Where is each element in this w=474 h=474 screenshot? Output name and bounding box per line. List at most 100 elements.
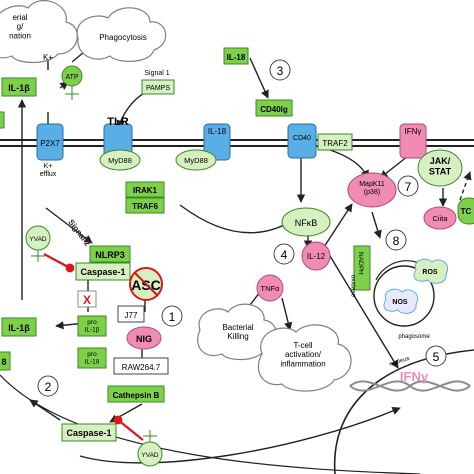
yvad-top-circle: YVAD	[25, 225, 51, 262]
svg-text:CD40lg: CD40lg	[260, 105, 288, 114]
svg-text:4: 4	[281, 248, 288, 262]
svg-text:8: 8	[393, 234, 400, 248]
svg-text:X: X	[83, 293, 91, 307]
atp-circle: ATP	[61, 65, 83, 100]
svg-text:ATP: ATP	[65, 74, 78, 81]
svg-text:phagosome: phagosome	[398, 334, 430, 340]
p2x7-receptor: P2X7	[36, 123, 64, 161]
svg-text:1: 1	[169, 310, 176, 324]
asc-circle: ASC	[129, 267, 163, 301]
nadph-oxidase-box: NADPHoxidase	[350, 245, 371, 298]
raw-box: RAW264.7	[113, 357, 169, 375]
il18-receptor: IL-18	[203, 123, 231, 161]
nos-cloud: NOS	[383, 288, 418, 314]
svg-text:IFNγ: IFNγ	[400, 369, 429, 384]
k-plus-label: K+	[43, 53, 53, 62]
svg-text:IFNγ: IFNγ	[405, 127, 422, 136]
step-number-1: 1	[161, 305, 183, 327]
cd40-receptor: CD40	[287, 123, 317, 159]
myd88-a: MyD88	[99, 149, 141, 171]
tc-box: TC	[457, 197, 474, 225]
svg-text:TRAF6: TRAF6	[132, 202, 158, 211]
svg-text:IL-1β: IL-1β	[8, 83, 30, 93]
nig-ellipse: NIG	[126, 326, 162, 350]
cloud-phagocytosis: Phagocytosis	[76, 7, 167, 62]
ifng-receptor: IFNγ	[399, 123, 427, 159]
signal2-label: Signal 2	[66, 218, 92, 248]
svg-text:Phagocytosis: Phagocytosis	[99, 33, 147, 42]
step-number-8: 8	[385, 229, 407, 251]
pamps-box: Signal 1 PAMPS	[141, 70, 175, 95]
step-number-5: 5	[425, 345, 447, 367]
arrows	[17, 41, 472, 464]
svg-text:TNFα: TNFα	[261, 284, 281, 293]
svg-text:J77: J77	[125, 311, 138, 320]
cd40lg-box: CD40lg	[255, 99, 293, 117]
il12-circle: IL-12	[301, 241, 331, 271]
svg-text:IL-18: IL-18	[227, 53, 246, 62]
ciita-ellipse: Ciita	[423, 206, 457, 230]
svg-text:TRAF2: TRAF2	[322, 139, 348, 148]
caspase1-top-box: Caspase-1	[75, 262, 131, 281]
svg-text:NFκB: NFκB	[295, 218, 318, 228]
svg-text:Caspase-1: Caspase-1	[66, 428, 111, 438]
il18-left-box: 8	[0, 351, 11, 371]
irak1-box: IRAK1	[125, 181, 165, 198]
il1b-top-box: IL-1β	[1, 77, 37, 97]
svg-text:Ciita: Ciita	[432, 214, 448, 223]
myd88-b: MyD88	[175, 149, 217, 171]
caspase1-bottom-box: Caspase-1	[61, 423, 117, 442]
tnfa-circle: TNFα	[256, 274, 284, 302]
cell-membrane	[0, 139, 474, 147]
svg-text:Cathepsin B: Cathepsin B	[113, 391, 160, 400]
svg-text:JAK/STAT: JAK/STAT	[429, 156, 452, 176]
j77-box: J77	[117, 305, 145, 323]
svg-text:NLRP3: NLRP3	[95, 250, 125, 260]
svg-text:IL-12: IL-12	[307, 252, 326, 261]
jak-stat-ellipse: JAK/STAT	[417, 149, 463, 187]
step-number-2: 2	[37, 375, 59, 397]
traf6-box: TRAF6	[125, 197, 165, 214]
mapk-ellipse: MapK11(p38)	[347, 172, 397, 208]
nlrp3-box: NLRP3	[89, 245, 131, 263]
yvad-bottom-circle: YVAD	[137, 430, 163, 467]
svg-text:Signal 1: Signal 1	[144, 70, 169, 77]
step-number-7: 7	[397, 175, 419, 197]
il18-ligand-box: IL-18	[223, 47, 249, 65]
svg-text:MyD88: MyD88	[108, 156, 132, 165]
svg-text:NIG: NIG	[136, 334, 152, 344]
svg-text:8: 8	[1, 357, 6, 367]
dna-helix: IFNγ	[349, 369, 471, 392]
svg-text:MapK11(p38): MapK11(p38)	[359, 181, 385, 196]
svg-text:TLR: TLR	[107, 116, 128, 128]
svg-text:PAMPS: PAMPS	[146, 85, 170, 92]
ros-cloud: ROS	[413, 258, 448, 284]
svg-text:P2X7: P2X7	[40, 139, 60, 148]
il1b-mid-box: IL-1β	[1, 317, 37, 337]
svg-text:NADPHoxidase: NADPHoxidase	[350, 252, 364, 298]
svg-text:IL-18: IL-18	[208, 127, 227, 136]
svg-text:MyD88: MyD88	[184, 156, 208, 165]
svg-text:YVAD: YVAD	[29, 236, 47, 243]
bottom-cell-curve	[0, 374, 421, 474]
k-efflux-label: K+efflux	[40, 163, 57, 178]
step-number-3: 3	[269, 59, 291, 81]
il1b-top-edge-box	[0, 111, 5, 129]
x-mark-box: X	[77, 290, 97, 308]
svg-text:3: 3	[277, 64, 284, 78]
svg-text:CD40: CD40	[293, 135, 311, 142]
svg-text:TC: TC	[461, 207, 472, 216]
svg-text:Signal 2: Signal 2	[66, 218, 92, 248]
svg-text:2: 2	[45, 380, 52, 394]
svg-text:IL-1β: IL-1β	[8, 323, 30, 333]
